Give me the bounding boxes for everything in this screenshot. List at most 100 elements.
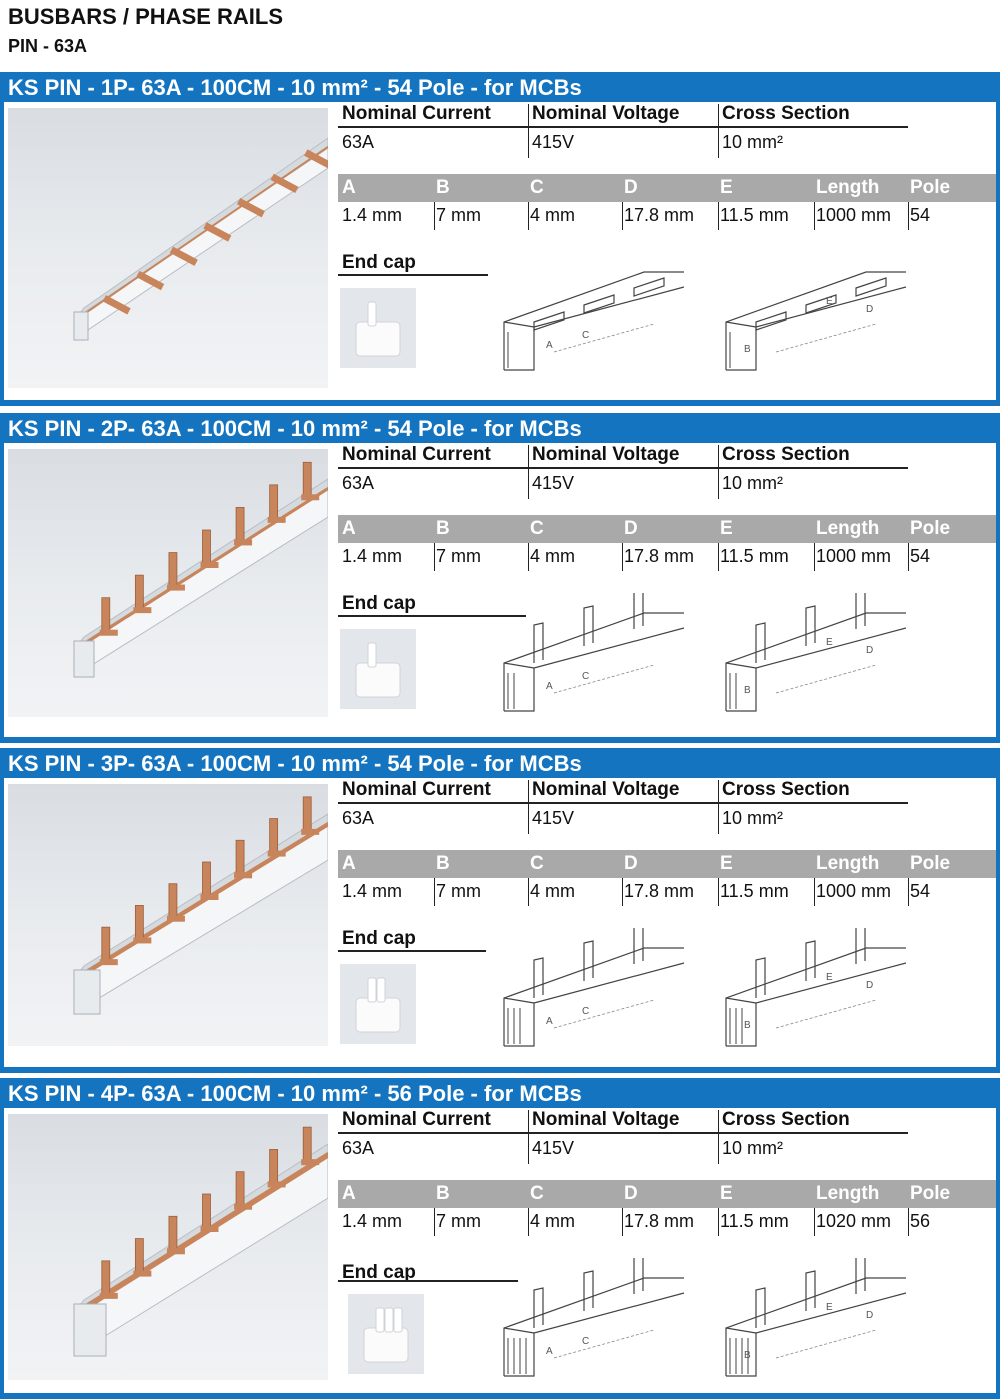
diagram-letter-e: E — [826, 1302, 833, 1313]
busbar-photo — [73, 461, 328, 678]
product-title: KS PIN - 3P- 63A - 100CM - 10 mm² - 54 P… — [8, 751, 582, 776]
spec-value-cross-section: 10 mm² — [722, 473, 784, 493]
dim-header-length: Length — [816, 1183, 880, 1204]
end-cap-photo — [363, 1307, 409, 1363]
dimension-diagram-bde: BED — [725, 593, 907, 712]
spec-header-rule — [338, 126, 908, 128]
product-title: KS PIN - 4P- 63A - 100CM - 10 mm² - 56 P… — [8, 1081, 582, 1106]
dim-value-e: 11.5 mm — [720, 881, 789, 901]
diagram-letter-b: B — [744, 344, 751, 355]
dim-divider — [434, 878, 435, 906]
diagram-letter-e: E — [826, 972, 833, 983]
dim-header-pole: Pole — [910, 1183, 951, 1204]
dim-header-pole: Pole — [910, 853, 951, 874]
dim-divider — [814, 878, 815, 906]
dimension-diagram-bde: BED — [725, 1258, 907, 1377]
dim-value-a: 1.4 mm — [342, 546, 403, 566]
busbar-photo — [73, 796, 328, 1015]
dim-value-pole: 54 — [910, 546, 931, 566]
dim-header-a: A — [342, 853, 356, 874]
spec-value-nominal-current: 63A — [342, 1138, 375, 1158]
spec-divider — [718, 1110, 719, 1164]
dim-header-pole: Pole — [910, 177, 951, 198]
dim-value-c: 4 mm — [530, 1211, 575, 1231]
dim-header-e: E — [720, 177, 733, 198]
dim-divider — [908, 878, 909, 906]
dim-header-a: A — [342, 518, 356, 539]
spec-label-nominal-voltage: Nominal Voltage — [532, 1109, 680, 1130]
dim-header-length: Length — [816, 177, 880, 198]
dim-value-pole: 54 — [910, 881, 931, 901]
dim-header-c: C — [530, 518, 544, 539]
dim-header-d: D — [624, 518, 638, 539]
dim-header-pole: Pole — [910, 518, 951, 539]
dim-divider — [718, 543, 719, 571]
dim-divider — [622, 878, 623, 906]
dim-divider — [434, 1208, 435, 1236]
diagram-letter-d: D — [866, 645, 873, 656]
dim-header-a: A — [342, 177, 356, 198]
dim-header-length: Length — [816, 853, 880, 874]
dim-value-e: 11.5 mm — [720, 546, 789, 566]
end-cap-rule — [338, 950, 486, 952]
dim-divider — [528, 202, 529, 230]
spec-divider — [718, 780, 719, 834]
dim-value-pole: 56 — [910, 1211, 931, 1231]
spec-value-nominal-voltage: 415V — [532, 1138, 575, 1158]
dimension-diagram-bde: BED — [725, 928, 907, 1047]
dimension-diagram-acd: AC — [503, 1258, 685, 1377]
dim-value-b: 7 mm — [436, 881, 481, 901]
diagram-letter-b: B — [744, 685, 751, 696]
dim-header-e: E — [720, 1183, 733, 1204]
product-photo — [8, 449, 328, 717]
end-cap-label: End cap — [342, 1262, 416, 1283]
spec-value-cross-section: 10 mm² — [722, 1138, 784, 1158]
dim-header-b: B — [436, 518, 450, 539]
dim-divider — [814, 543, 815, 571]
dim-header-c: C — [530, 853, 544, 874]
end-cap-image — [340, 964, 416, 1044]
dim-divider — [434, 202, 435, 230]
spec-label-nominal-voltage: Nominal Voltage — [532, 444, 680, 465]
end-cap-image — [340, 288, 416, 368]
product-section: KS PIN - 1P- 63A - 100CM - 10 mm² - 54 P… — [0, 72, 1000, 406]
spec-value-cross-section: 10 mm² — [722, 132, 784, 152]
dim-value-length: 1000 mm — [816, 546, 892, 566]
diagram-letter-a: A — [546, 681, 553, 692]
spec-value-nominal-voltage: 415V — [532, 473, 575, 493]
spec-label-nominal-current: Nominal Current — [342, 1109, 491, 1130]
spec-value-nominal-current: 63A — [342, 808, 375, 828]
dim-value-c: 4 mm — [530, 205, 575, 225]
product-photo — [8, 108, 328, 388]
end-cap-photo — [355, 642, 401, 698]
dim-divider — [908, 543, 909, 571]
dim-value-c: 4 mm — [530, 546, 575, 566]
dim-value-pole: 54 — [910, 205, 931, 225]
dim-divider — [528, 1208, 529, 1236]
spec-value-nominal-current: 63A — [342, 473, 375, 493]
end-cap-label: End cap — [342, 252, 416, 273]
spec-header-rule — [338, 802, 908, 804]
dim-header-e: E — [720, 853, 733, 874]
dim-header-e: E — [720, 518, 733, 539]
diagram-letter-c: C — [582, 330, 589, 341]
product-photo — [8, 784, 328, 1046]
dim-value-a: 1.4 mm — [342, 205, 403, 225]
product-photo — [8, 1114, 328, 1380]
dimension-header-bar — [338, 850, 996, 878]
dim-header-b: B — [436, 1183, 450, 1204]
dim-header-length: Length — [816, 518, 880, 539]
dim-divider — [814, 1208, 815, 1236]
dim-value-b: 7 mm — [436, 546, 481, 566]
page-subtitle: PIN - 63A — [8, 36, 88, 56]
end-cap-rule — [338, 1280, 518, 1282]
diagram-letter-a: A — [546, 1016, 553, 1027]
dimension-header-bar — [338, 174, 996, 202]
dim-header-d: D — [624, 1183, 638, 1204]
diagram-letter-d: D — [866, 980, 873, 991]
